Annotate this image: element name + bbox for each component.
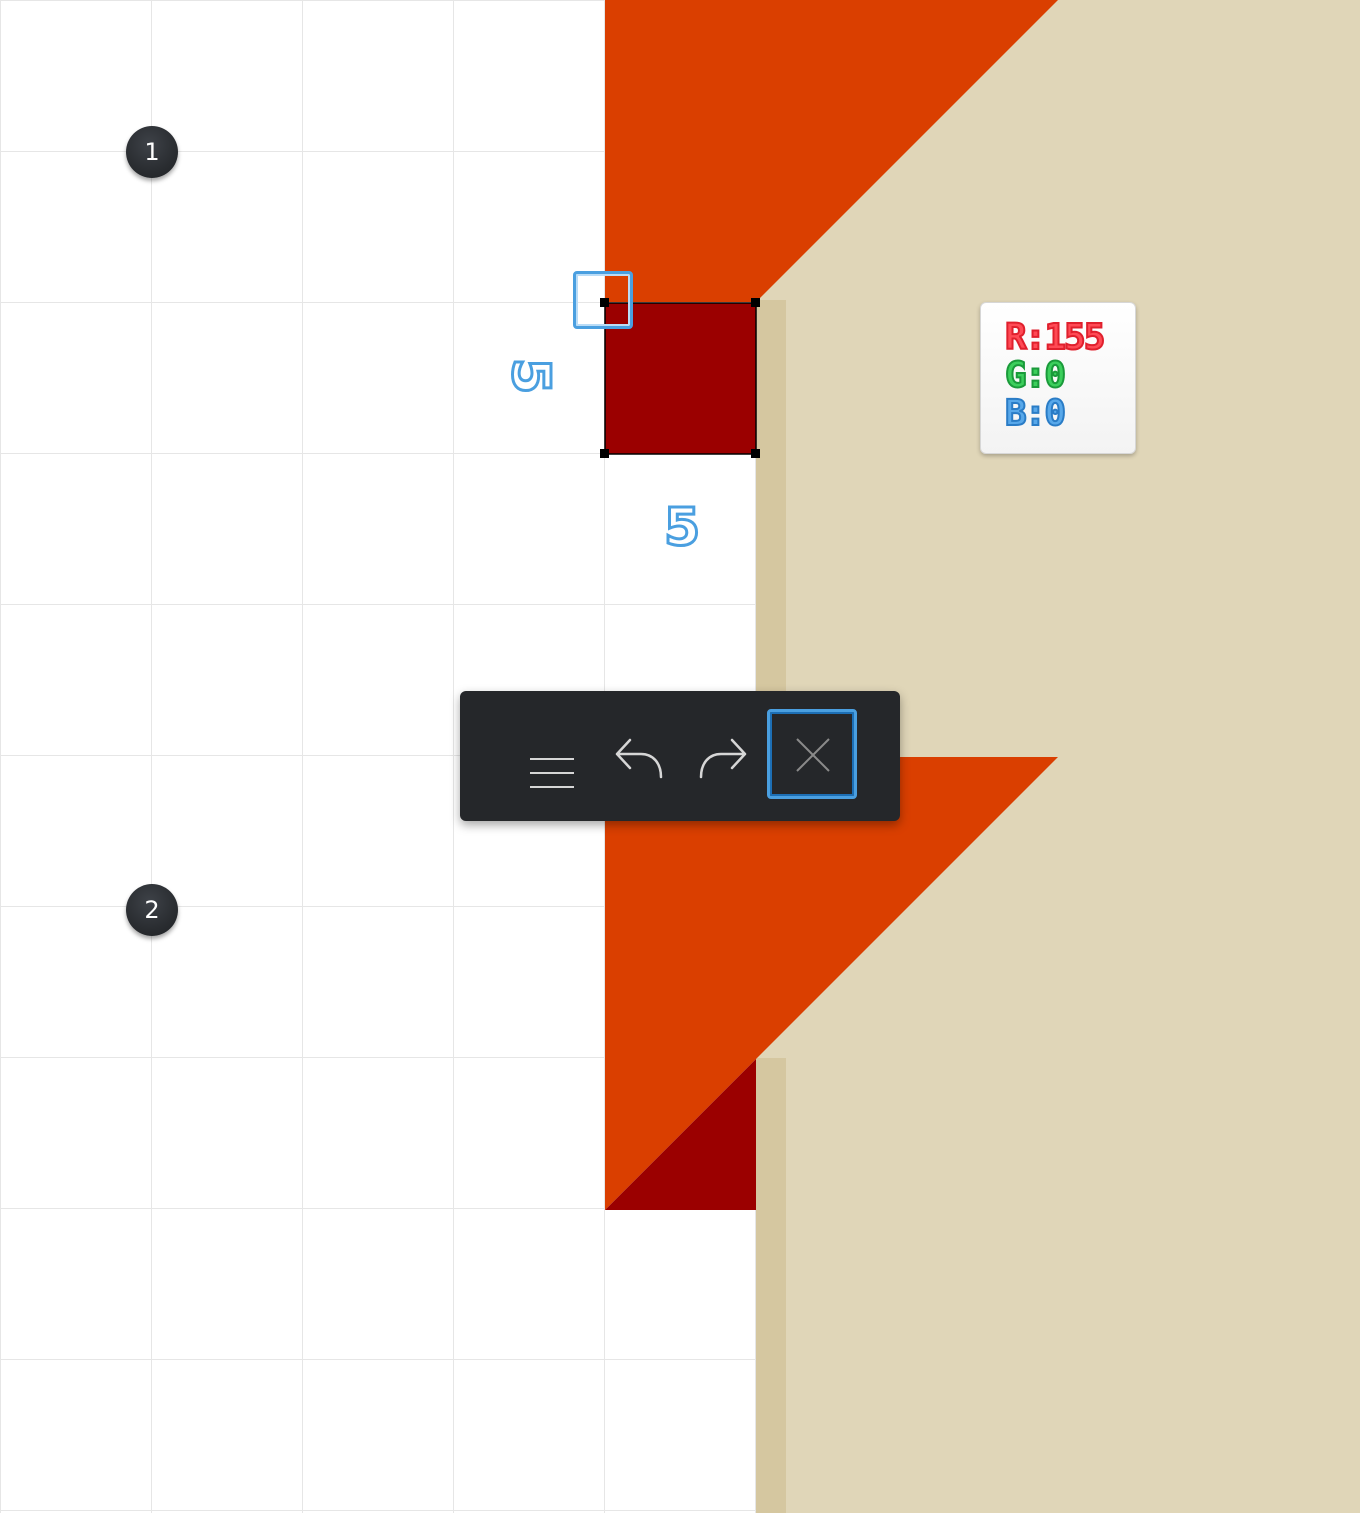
anchor-point-highlight[interactable]: [573, 271, 633, 329]
green-value: G:0: [1004, 355, 1067, 396]
menu-icon: [530, 758, 574, 788]
resize-handle-top-left[interactable]: [600, 298, 609, 307]
floating-toolbar: [460, 691, 900, 821]
step-badge-1: 1: [126, 126, 178, 178]
width-dimension-label: 5: [662, 498, 701, 558]
step-badge-2: 2: [126, 884, 178, 936]
beige-shadow-strip-top: [756, 300, 786, 757]
menu-button[interactable]: [507, 709, 597, 799]
undo-button[interactable]: [593, 709, 683, 799]
blue-value: B:0: [1004, 393, 1067, 434]
orange-triangle-top: [605, 0, 1058, 302]
color-readout-panel: R:155 G:0 B:0: [980, 302, 1136, 454]
beige-shadow-strip-bottom: [756, 1058, 786, 1513]
redo-button[interactable]: [679, 709, 769, 799]
red-value: R:155: [1004, 317, 1106, 358]
resize-handle-bottom-left[interactable]: [600, 449, 609, 458]
close-icon: [796, 738, 830, 772]
dark-red-corner-triangle: [605, 1059, 756, 1210]
close-button[interactable]: [767, 709, 857, 799]
resize-handle-top-right[interactable]: [751, 298, 760, 307]
undo-icon: [615, 738, 663, 779]
redo-icon: [699, 738, 747, 779]
height-dimension-label: 5: [499, 357, 562, 396]
resize-handle-bottom-right[interactable]: [751, 449, 760, 458]
